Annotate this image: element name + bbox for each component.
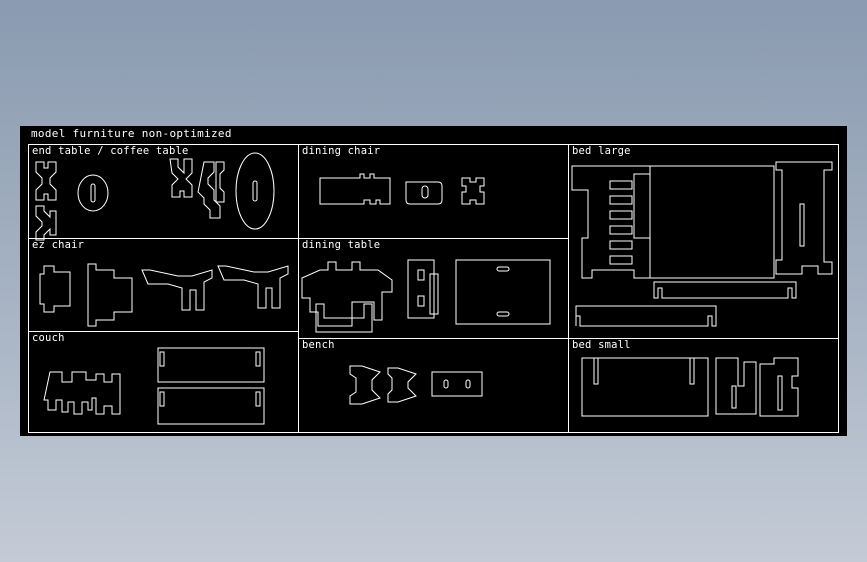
section-bed-small: bed small (568, 338, 839, 433)
part-outlines (35, 152, 833, 425)
drawing-title: model furniture non-optimized (31, 127, 232, 140)
section-label-ez-chair: ez chair (32, 239, 85, 251)
section-label-bed-large: bed large (572, 145, 631, 157)
section-label-bed-small: bed small (572, 339, 631, 351)
section-label-end-table: end table / coffee table (32, 145, 189, 157)
couch-parts (43, 347, 265, 425)
dining-table-parts (301, 259, 551, 333)
cad-drawing-canvas[interactable]: model furniture non-optimized end table … (20, 126, 847, 436)
dining-chair-parts (319, 173, 485, 205)
section-label-bench: bench (302, 339, 335, 351)
section-label-dining-table: dining table (302, 239, 381, 251)
section-label-couch: couch (32, 332, 65, 344)
bed-large-parts (571, 161, 833, 327)
end-table-parts (35, 152, 275, 241)
bench-parts (349, 365, 483, 405)
ez-chair-parts (39, 263, 289, 327)
section-label-dining-chair: dining chair (302, 145, 381, 157)
bed-small-parts (581, 357, 799, 417)
